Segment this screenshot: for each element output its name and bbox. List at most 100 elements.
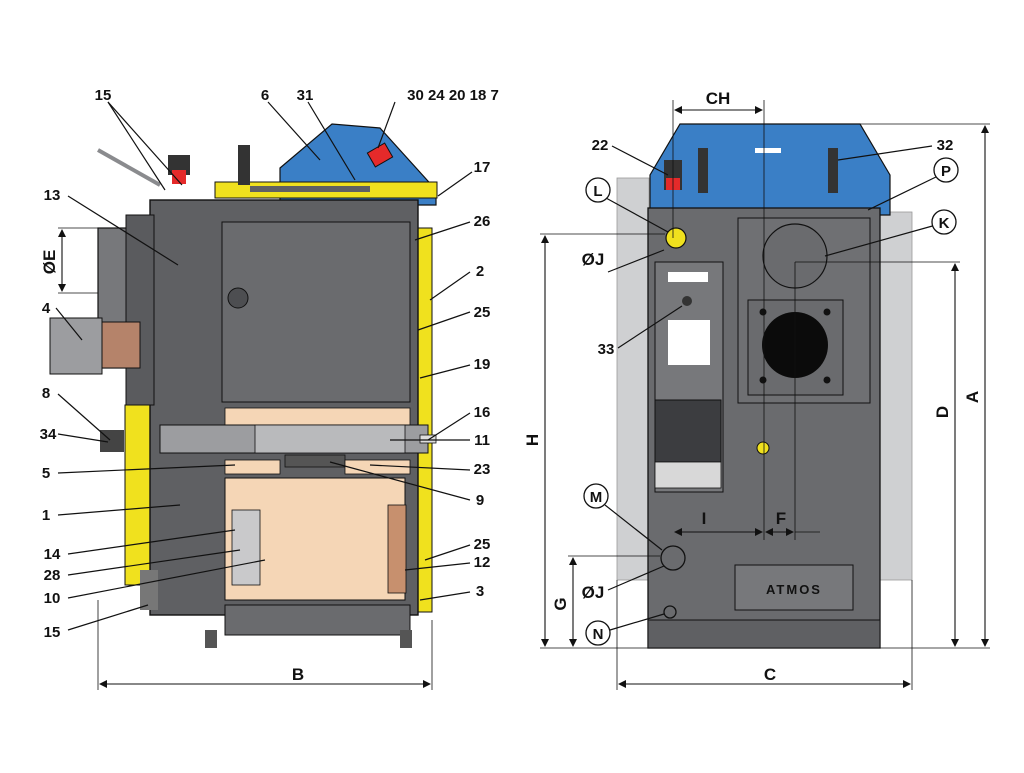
label-15-bottom: 15	[44, 624, 61, 641]
label-14: 14	[44, 546, 61, 563]
return-pipe-M	[660, 545, 686, 571]
marker-P: P	[933, 157, 959, 183]
label-phiJ-top: ØJ	[582, 250, 605, 269]
left-side-panel	[616, 177, 650, 581]
label-10: 10	[44, 590, 61, 607]
fan-grill	[654, 461, 722, 489]
label-19: 19	[474, 356, 491, 373]
front-base	[647, 619, 881, 649]
label-32: 32	[937, 137, 954, 154]
label-12: 12	[474, 554, 491, 571]
svg-text:K: K	[939, 215, 950, 232]
combustion-chamber	[224, 477, 406, 601]
label-17: 17	[474, 159, 491, 176]
label-6: 6	[261, 87, 269, 104]
svg-text:M: M	[590, 489, 603, 506]
label-F: F	[776, 509, 786, 528]
label-B: B	[292, 665, 304, 684]
label-9: 9	[476, 492, 484, 509]
marker-L: L	[585, 177, 611, 203]
label-2: 2	[476, 263, 484, 280]
label-23: 23	[474, 461, 491, 478]
side-leaders	[55, 101, 473, 631]
foot-right	[400, 630, 412, 648]
label-15-top: 15	[95, 87, 112, 104]
marker-N: N	[585, 620, 611, 646]
label-I: I	[702, 509, 707, 528]
svg-text:L: L	[593, 183, 602, 200]
panel-display	[668, 320, 710, 365]
label-phiJ-bottom: ØJ	[582, 583, 605, 602]
nozzle-insert	[254, 424, 406, 454]
label-34: 34	[40, 426, 57, 443]
label-11: 11	[474, 432, 490, 449]
burner-housing	[49, 317, 103, 375]
top-fitting-red	[366, 142, 394, 168]
label-1: 1	[42, 507, 50, 524]
right-insulation-panel	[417, 227, 433, 613]
drain-N	[663, 605, 677, 619]
brand-label: ATMOS	[766, 582, 822, 597]
lower-brick	[387, 504, 407, 594]
label-28: 28	[44, 567, 61, 584]
label-25-top: 25	[474, 304, 491, 321]
flow-pipe-L	[665, 227, 687, 249]
right-side-panel	[879, 211, 913, 581]
panel-label-strip	[668, 272, 708, 282]
bolt-3	[759, 376, 767, 384]
drain-lower	[140, 570, 158, 610]
label-H: H	[523, 434, 542, 446]
label-4: 4	[42, 300, 51, 317]
label-3: 3	[476, 583, 484, 600]
top-cover-slot	[755, 148, 781, 153]
thermometer-34	[100, 430, 124, 452]
control-knob	[227, 287, 249, 309]
top-heat-exchanger	[250, 186, 370, 192]
marker-K: K	[931, 209, 957, 235]
marker-M: M	[583, 483, 609, 509]
safety-valve-red	[172, 170, 186, 184]
lever-handle	[97, 148, 161, 187]
label-26: 26	[474, 213, 491, 230]
label-22: 22	[592, 137, 609, 154]
label-13: 13	[44, 187, 61, 204]
label-G: G	[551, 597, 570, 610]
label-D: D	[933, 406, 952, 418]
svg-text:N: N	[593, 626, 604, 643]
label-A: A	[963, 391, 982, 403]
grate	[284, 454, 346, 468]
label-C: C	[764, 665, 776, 684]
refractory-left	[224, 459, 281, 475]
boiler-base	[224, 604, 411, 636]
label-25-bottom: 25	[474, 536, 491, 553]
front-view: ATMOS CH I F C H G	[523, 89, 990, 690]
label-16: 16	[474, 404, 491, 421]
front-sensor-left	[698, 148, 708, 193]
label-31: 31	[297, 87, 314, 104]
burner-flange	[101, 321, 141, 369]
label-5: 5	[42, 465, 50, 482]
svg-text:P: P	[941, 163, 951, 180]
bolt-2	[823, 308, 831, 316]
inspection-port	[756, 441, 770, 455]
panel-fan	[654, 399, 722, 463]
front-leaders	[604, 145, 939, 631]
left-insulation-panel	[124, 404, 154, 586]
ash-openings	[231, 509, 261, 586]
fuel-chamber	[221, 221, 411, 403]
label-33: 33	[598, 341, 615, 358]
bolt-4	[823, 376, 831, 384]
label-30-24-20-18-7: 30 24 20 18 7	[407, 87, 499, 104]
nozzle-tip	[419, 434, 437, 444]
ash-door	[734, 564, 854, 611]
front-top-cover	[649, 123, 891, 216]
label-phiE: ØE	[40, 250, 59, 275]
front-sensor-right	[828, 148, 838, 193]
front-door	[125, 214, 155, 406]
foot-left	[205, 630, 217, 648]
flue-sensor	[238, 145, 250, 185]
label-8: 8	[42, 385, 50, 402]
side-section-view: B ØE	[40, 87, 499, 690]
